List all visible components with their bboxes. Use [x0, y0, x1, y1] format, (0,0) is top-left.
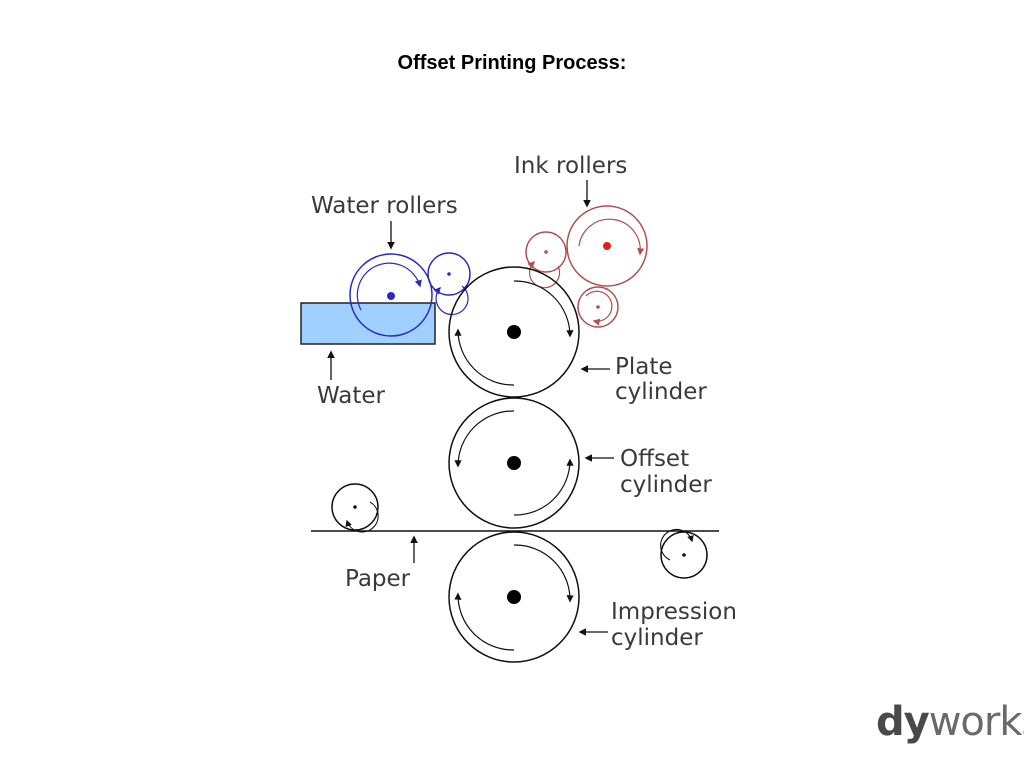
- water-rollers-label: Water rollers: [311, 193, 458, 219]
- slide-title: Offset Printing Process:: [397, 52, 627, 74]
- offset-cylinder: [448, 397, 580, 529]
- offset-cylinder-label-line2: cylinder: [620, 472, 712, 498]
- paper-label: Paper: [345, 566, 411, 592]
- water-roller-large: [349, 253, 433, 337]
- logo-part-dy: dy: [876, 699, 930, 745]
- water-tray: [300, 302, 436, 345]
- ink-roller-large: [566, 205, 648, 287]
- water-roller-small: [427, 252, 471, 316]
- ink-rollers-label: Ink rollers: [514, 153, 627, 179]
- impression-cylinder-label-line1: Impression: [611, 599, 737, 625]
- logo-part-works: works: [928, 699, 1024, 745]
- plate-cylinder: [448, 266, 580, 398]
- ink-roller-left: [525, 231, 567, 289]
- guide-roller-right: [660, 528, 708, 579]
- dyworks-logo: dyworks: [876, 702, 1024, 742]
- plate-cylinder-label-line2: cylinder: [615, 379, 707, 405]
- plate-cylinder-label-line1: Plate: [615, 354, 673, 380]
- offset-cylinder-label-line1: Offset: [620, 446, 689, 472]
- water-label: Water: [317, 383, 386, 409]
- guide-roller-left: [331, 483, 379, 533]
- impression-cylinder-label-line2: cylinder: [611, 625, 703, 651]
- impression-cylinder: [448, 531, 580, 663]
- ink-roller-bottom: [577, 286, 619, 328]
